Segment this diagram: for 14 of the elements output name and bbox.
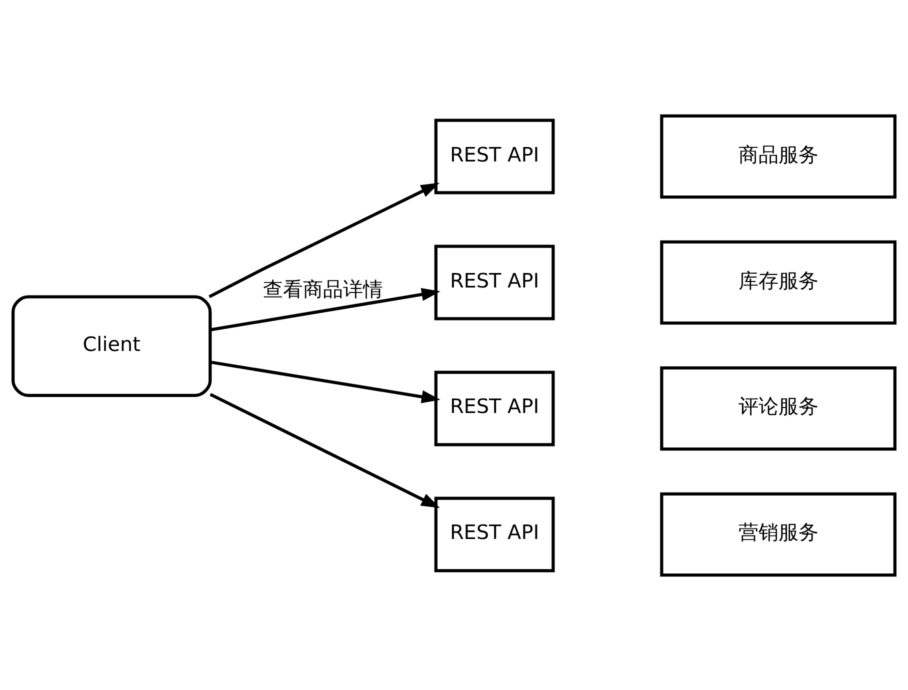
arrow	[208, 182, 440, 298]
node-box: REST API	[434, 244, 555, 320]
node-box: Client	[12, 294, 212, 396]
node-box: 评论服务	[660, 366, 896, 450]
node-box: 商品服务	[660, 114, 896, 198]
node-box: 营销服务	[660, 492, 896, 576]
arrow	[210, 287, 440, 331]
arrow	[210, 392, 440, 508]
node-box: REST API	[434, 496, 555, 572]
node-box: REST API	[434, 118, 555, 194]
node-box: REST API	[434, 370, 555, 446]
node-box: 库存服务	[660, 240, 896, 324]
arrow	[210, 360, 440, 403]
edge-label: 查看商品详情	[263, 276, 384, 300]
